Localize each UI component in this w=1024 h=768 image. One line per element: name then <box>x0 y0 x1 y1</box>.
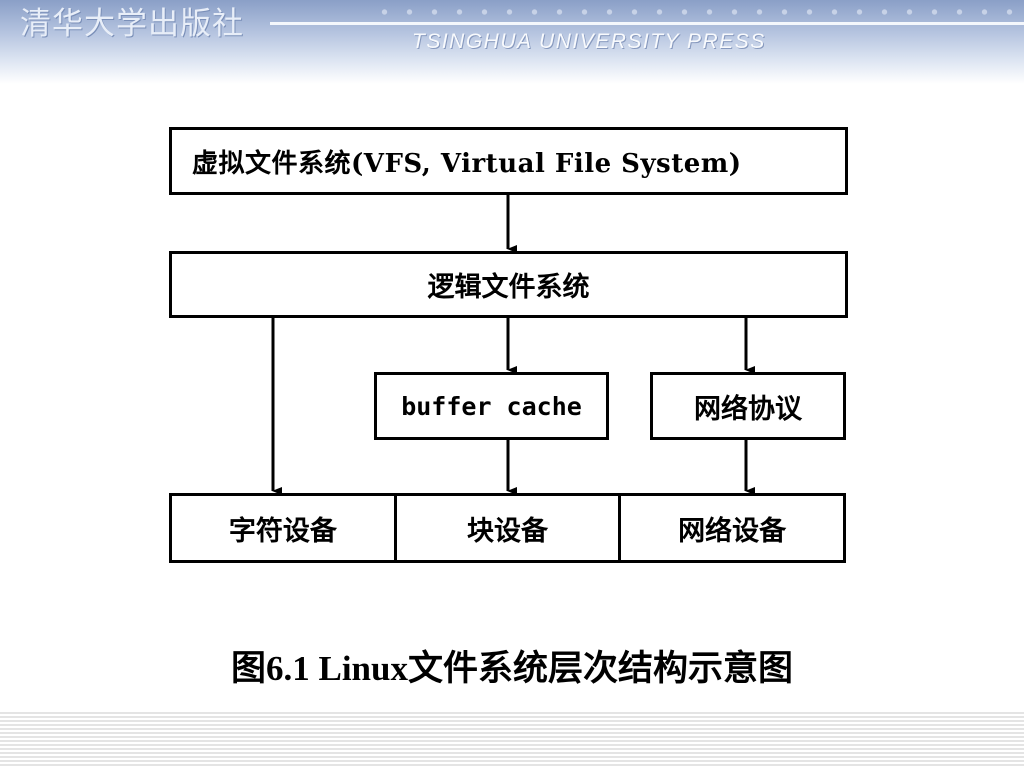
vfs-label: 虚拟文件系统(VFS, Virtual File System) <box>192 148 742 179</box>
publisher-name-cn: 清华大学出版社 <box>20 6 244 42</box>
buffer-cache-label: buffer cache <box>401 391 582 421</box>
block-device-cell: 块设备 <box>393 496 619 560</box>
header-divider <box>270 22 1024 25</box>
logical-fs-box: 逻辑文件系统 <box>169 251 848 318</box>
figure-caption: 图6.1 Linux文件系统层次结构示意图 <box>230 649 793 688</box>
char-device-label: 字符设备 <box>228 515 337 547</box>
block-device-label: 块设备 <box>467 515 548 547</box>
device-layer: 字符设备 块设备 网络设备 <box>169 493 846 563</box>
header-banner: 清华大学出版社 TSINGHUA UNIVERSITY PRESS <box>0 0 1024 84</box>
network-protocol-box: 网络协议 <box>650 372 846 440</box>
network-device-label: 网络设备 <box>678 515 787 547</box>
char-device-cell: 字符设备 <box>172 496 394 560</box>
publisher-name-en: TSINGHUA UNIVERSITY PRESS <box>412 30 766 53</box>
network-device-cell: 网络设备 <box>618 496 843 560</box>
buffer-cache-box: buffer cache <box>374 372 609 440</box>
logical-fs-label: 逻辑文件系统 <box>427 272 590 303</box>
network-protocol-label: 网络协议 <box>694 393 802 425</box>
footer-stripes <box>0 712 1024 768</box>
header-dot-pattern <box>372 6 1024 18</box>
vfs-box: 虚拟文件系统(VFS, Virtual File System) <box>169 127 848 195</box>
